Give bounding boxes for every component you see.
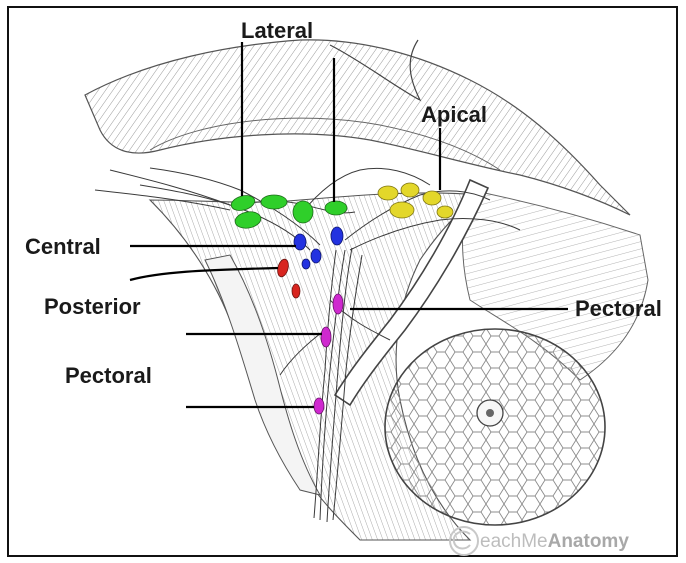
watermark-text-bold: Anatomy — [548, 531, 629, 552]
label-central: Central — [25, 236, 101, 258]
label-posterior: Posterior — [44, 296, 141, 318]
label-pectoral-right: Pectoral — [575, 298, 662, 320]
label-pectoral-left: Pectoral — [65, 365, 152, 387]
shoulder-muscle — [85, 40, 630, 215]
label-apical: Apical — [421, 104, 487, 126]
label-lateral: Lateral — [241, 20, 313, 42]
watermark-text-light: eachMe — [480, 531, 548, 552]
breast — [385, 329, 605, 525]
watermark: eachMeAnatomy — [480, 532, 629, 551]
watermark-logo-icon — [450, 527, 478, 555]
